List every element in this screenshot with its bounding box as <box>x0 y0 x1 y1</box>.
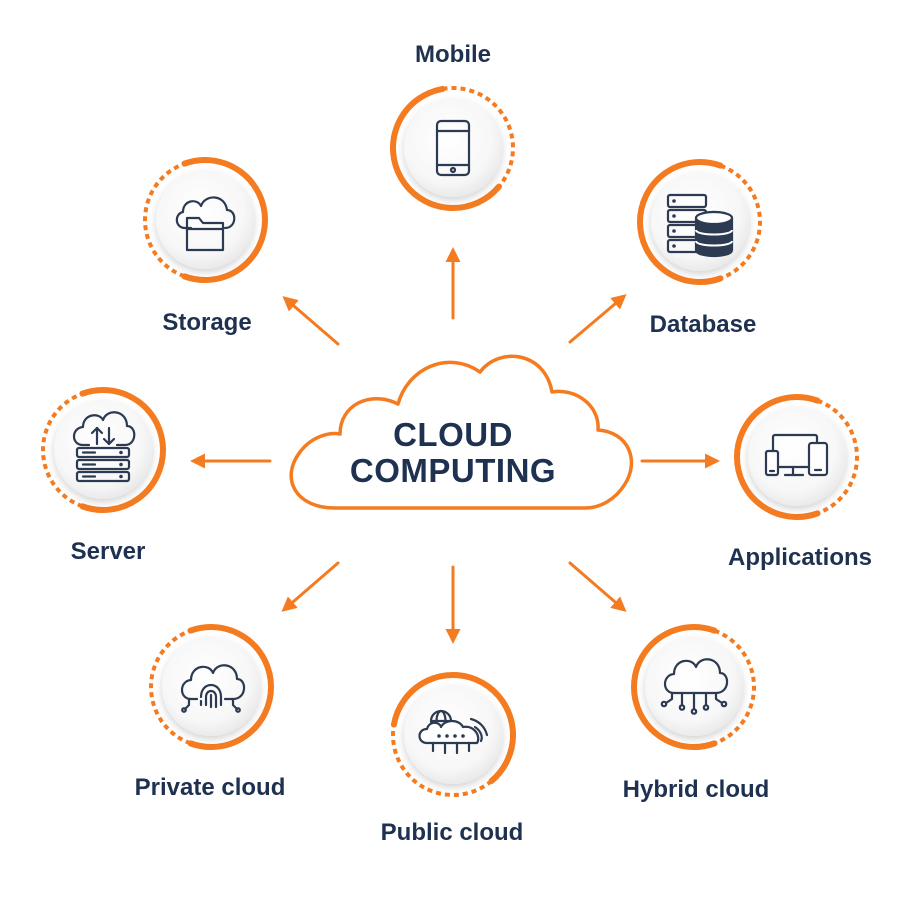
arrow-to-storage <box>282 296 340 346</box>
ring-solid-arc <box>79 387 167 513</box>
node-label-public-cloud: Public cloud <box>381 819 524 846</box>
node-public-cloud: Public cloud <box>381 672 524 846</box>
ring-dashed-arc <box>816 398 859 516</box>
node-ring <box>143 157 269 283</box>
node-label-storage: Storage <box>162 309 251 336</box>
node-disc <box>156 171 254 269</box>
server-database-icon <box>666 193 734 258</box>
node-ring <box>390 85 515 211</box>
arrow-to-database <box>568 294 627 344</box>
node-disc <box>748 408 846 506</box>
globe-cloud-icon <box>418 709 489 755</box>
ring-dashed-arc <box>143 161 186 279</box>
node-label-applications: Applications <box>728 544 872 571</box>
central-cloud: CLOUD COMPUTING <box>289 354 634 510</box>
ring-dashed-arc <box>719 163 762 281</box>
ring-dashed-arc <box>442 86 515 188</box>
node-label-hybrid-cloud: Hybrid cloud <box>623 776 770 803</box>
node-label-private-cloud: Private cloud <box>135 774 286 801</box>
ring-dashed-arc <box>41 391 84 509</box>
node-mobile: Mobile <box>390 41 515 211</box>
node-ring <box>41 387 167 513</box>
ring-dashed-arc <box>713 628 756 746</box>
ring-solid-arc <box>733 394 821 520</box>
smartphone-icon <box>435 119 471 177</box>
ring-dashed-arc <box>391 724 493 797</box>
center-title-line1: CLOUD <box>393 416 513 453</box>
ring-solid-arc <box>181 157 269 283</box>
center-title-line2: COMPUTING <box>350 452 556 489</box>
node-hybrid-cloud: Hybrid cloud <box>623 624 770 803</box>
ring-solid-arc <box>390 85 502 211</box>
ring-solid-arc <box>187 624 275 750</box>
ring-solid-arc <box>630 624 718 750</box>
ring-solid-arc <box>636 159 724 285</box>
node-disc <box>162 638 260 736</box>
cloud-folder-icon <box>175 196 236 252</box>
node-ring <box>733 394 859 520</box>
node-ring <box>149 624 275 750</box>
node-applications: Applications <box>728 394 872 571</box>
cloud-fingerprint-icon <box>180 664 246 713</box>
nodes-layer: Mobile Storage <box>41 41 872 846</box>
arrow-to-hybrid-cloud <box>568 561 627 612</box>
node-ring <box>630 624 756 750</box>
node-disc <box>404 99 502 197</box>
node-label-mobile: Mobile <box>415 41 491 68</box>
arrow-to-private-cloud <box>281 561 340 612</box>
node-server: Server <box>41 387 167 565</box>
node-label-server: Server <box>71 538 146 565</box>
node-database: Database <box>636 159 762 338</box>
node-disc <box>54 401 152 499</box>
arrows <box>190 247 720 644</box>
ring-dashed-arc <box>149 628 192 746</box>
cloud-network-icon <box>660 658 729 715</box>
node-label-database: Database <box>650 311 757 338</box>
node-storage: Storage <box>143 157 269 336</box>
node-private-cloud: Private cloud <box>135 624 286 801</box>
central-cloud-shape <box>289 354 634 510</box>
node-disc <box>645 638 743 736</box>
cloud-server-icon <box>72 411 136 483</box>
ring-solid-arc <box>390 672 516 784</box>
devices-icon <box>764 433 829 477</box>
